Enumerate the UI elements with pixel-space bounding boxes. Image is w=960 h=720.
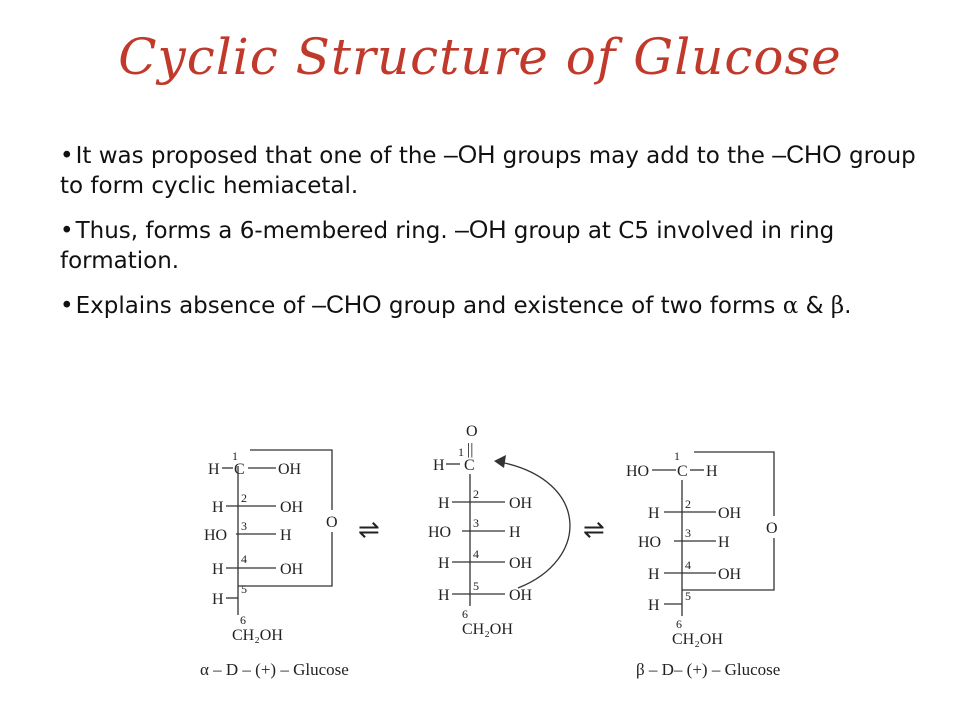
alpha-caption: α – D – (+) – Glucose: [200, 660, 349, 679]
ring-closure-arrow: [499, 461, 571, 589]
bullet-text: It was proposed that one of the: [75, 143, 444, 169]
alpha-c1-right: OH: [278, 461, 302, 478]
bullet-forms: •Explains absence of –CHO group and exis…: [60, 290, 920, 321]
open-c2-left: H: [438, 495, 450, 512]
bullet-marker: •: [60, 218, 74, 244]
open-chain-glucose-structure: O || H 1 C 2 H OH 3 HO H 4 H OH 5 H OH 6…: [428, 423, 571, 638]
alpha-c3-number: 3: [241, 519, 247, 533]
open-c6-number: 6: [462, 607, 468, 621]
alpha-c5-number: 5: [241, 582, 247, 596]
beta-c4-right: OH: [718, 566, 742, 583]
open-c3-left: HO: [428, 524, 451, 541]
glucose-structures-diagram: H C 1 OH 2 H OH 3 HO H 4 H OH 5 H 6 CH₂O…: [200, 423, 780, 679]
beta-ring-oxygen: O: [766, 520, 778, 537]
beta-c1-left: HO: [626, 463, 649, 480]
open-c3-right: H: [509, 524, 521, 541]
open-c1-carbon: C: [464, 457, 475, 474]
alpha-ring-oxygen: O: [326, 514, 338, 531]
open-c3-number: 3: [473, 516, 479, 530]
beta-symbol: β: [830, 293, 845, 319]
alpha-c1-left: H: [208, 461, 220, 478]
alpha-c2-right: OH: [280, 499, 304, 516]
bullet-text: group to form cyclic hemiacetal.: [60, 143, 916, 199]
carbonyl-oxygen: O: [466, 423, 478, 440]
beta-ring-bond-top: [694, 451, 775, 516]
equilibrium-arrow-right: ⇌: [583, 515, 605, 544]
beta-c4-number: 4: [685, 558, 691, 572]
bullet-text: &: [798, 293, 831, 319]
beta-glucose-structure: 1 HO C H 2 H OH 3 HO H 4 H OH 5 H 6 CH₂O…: [626, 449, 780, 679]
beta-ch2oh: CH₂OH: [672, 631, 723, 648]
bullet-hemiacetal: •It was proposed that one of the –OH gro…: [60, 140, 920, 201]
bullet-text: group at C5 involved in ring formation.: [60, 218, 835, 274]
ring-closure-arrowhead: [494, 455, 506, 468]
beta-c6-number: 6: [676, 617, 682, 631]
beta-c1-number: 1: [674, 449, 680, 463]
beta-c1-right: H: [706, 463, 718, 480]
beta-c1-carbon: C: [677, 463, 688, 480]
beta-c5-left: H: [648, 597, 660, 614]
bullet-text: Thus, forms a 6-membered ring.: [75, 218, 456, 244]
aldehyde-formula: –CHO: [772, 141, 842, 169]
open-c5-left: H: [438, 587, 450, 604]
alpha-c4-left: H: [212, 561, 224, 578]
alpha-c3-left: HO: [204, 527, 227, 544]
bullet-ring: •Thus, forms a 6-membered ring. –OH grou…: [60, 215, 920, 276]
hydroxyl-formula: –OH: [443, 141, 496, 169]
alpha-c1-number: 1: [232, 449, 238, 463]
bullet-text: groups may add to the: [495, 143, 773, 169]
open-ch2oh: CH₂OH: [462, 621, 513, 638]
bullet-list: •It was proposed that one of the –OH gro…: [60, 140, 920, 335]
hydroxyl-formula: –OH: [455, 216, 507, 244]
alpha-c4-right: OH: [280, 561, 304, 578]
open-c1-left: H: [433, 457, 445, 474]
alpha-glucose-structure: H C 1 OH 2 H OH 3 HO H 4 H OH 5 H 6 CH₂O…: [200, 449, 349, 679]
slide-title: Cyclic Structure of Glucose: [118, 28, 842, 86]
alpha-c6-number: 6: [240, 613, 246, 627]
open-c4-left: H: [438, 555, 450, 572]
alpha-symbol: α: [782, 293, 799, 319]
beta-c2-right: OH: [718, 505, 742, 522]
equilibrium-arrow-left: ⇌: [358, 515, 380, 544]
alpha-ring-bond-top: [250, 449, 333, 510]
bullet-text: Explains absence of: [75, 293, 313, 319]
beta-c3-number: 3: [685, 526, 691, 540]
alpha-c2-left: H: [212, 499, 224, 516]
aldehyde-formula: –CHO: [312, 291, 382, 319]
alpha-ring-bond-bottom: [238, 532, 333, 587]
open-c5-number: 5: [473, 579, 479, 593]
beta-c3-right: H: [718, 534, 730, 551]
bullet-text: group and existence of two forms: [381, 293, 783, 319]
open-c1-number: 1: [458, 445, 464, 459]
alpha-ch2oh: CH₂OH: [232, 627, 283, 644]
bullet-marker: •: [60, 293, 74, 319]
open-c2-right: OH: [509, 495, 533, 512]
beta-c3-left: HO: [638, 534, 661, 551]
alpha-c4-number: 4: [241, 552, 247, 566]
beta-caption: β – D– (+) – Glucose: [636, 660, 780, 679]
beta-c2-left: H: [648, 505, 660, 522]
beta-ring-bond-bottom: [682, 538, 775, 591]
alpha-c3-right: H: [280, 527, 292, 544]
alpha-c2-number: 2: [241, 491, 247, 505]
bullet-text: .: [844, 293, 852, 319]
open-c2-number: 2: [473, 487, 479, 501]
beta-c2-number: 2: [685, 497, 691, 511]
bullet-marker: •: [60, 143, 74, 169]
open-c4-right: OH: [509, 555, 533, 572]
open-c4-number: 4: [473, 547, 479, 561]
alpha-c1-carbon: C: [234, 461, 245, 478]
open-c5-right: OH: [509, 587, 533, 604]
beta-c5-number: 5: [685, 589, 691, 603]
carbonyl-double-bond: ||: [467, 441, 473, 458]
beta-c4-left: H: [648, 566, 660, 583]
alpha-c5-left: H: [212, 591, 224, 608]
